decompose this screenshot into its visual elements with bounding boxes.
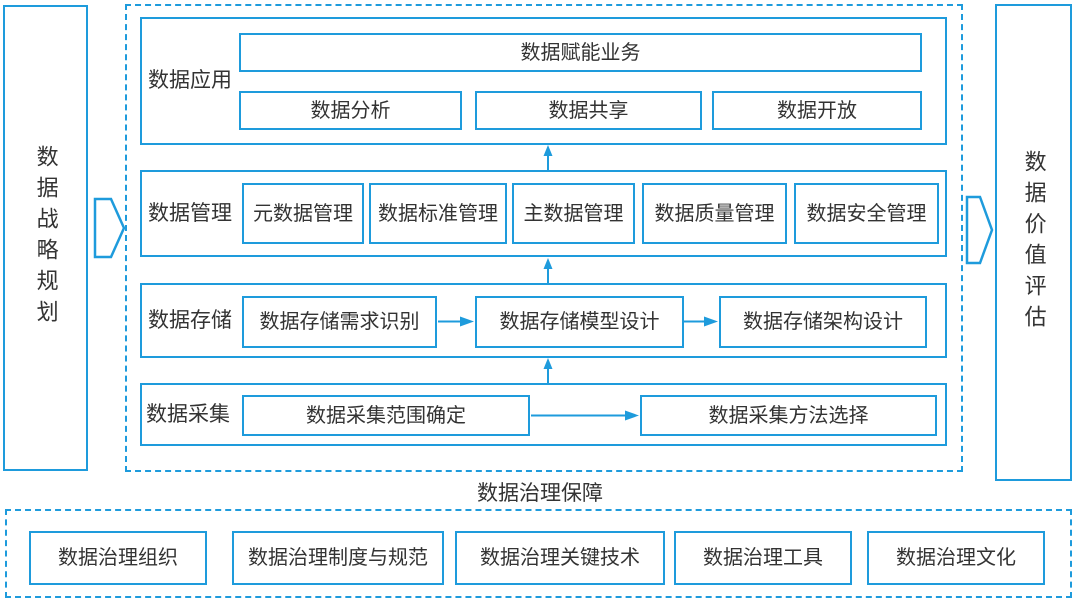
box-governance-tools: 数据治理工具 [674,531,852,585]
box-data-quality-management: 数据质量管理 [642,183,787,244]
flow-arrow-up-icon [543,145,553,170]
box-label: 数据标准管理 [378,202,498,225]
row-data-collection: 数据采集 数据采集范围确定 数据采集方法选择 [140,383,947,446]
row-label-data-application: 数据应用 [148,68,232,93]
row-data-application: 数据应用 数据赋能业务 数据分析 数据共享 数据开放 [140,17,947,145]
box-label: 数据治理组织 [58,547,178,569]
support-section-title: 数据治理保障 [477,481,603,505]
data-strategy-planning-label: 数据战略规划 [33,145,59,331]
box-storage-requirement-identification: 数据存储需求识别 [242,296,437,348]
box-label: 数据存储需求识别 [259,311,420,333]
box-governance-organization: 数据治理组织 [29,531,207,585]
box-storage-model-design: 数据存储模型设计 [475,296,684,348]
box-storage-architecture-design: 数据存储架构设计 [719,296,927,348]
data-value-evaluation-label: 数据价值评估 [1021,149,1047,336]
data-strategy-planning-panel: 数据战略规划 [3,5,88,471]
box-label: 数据赋能业务 [520,41,641,64]
box-data-opening: 数据开放 [712,91,922,130]
box-collection-scope-determination: 数据采集范围确定 [242,395,530,436]
box-label: 数据治理关键技术 [480,547,640,569]
box-label: 数据采集方法选择 [708,404,869,427]
box-data-sharing: 数据共享 [475,91,702,130]
row-data-storage: 数据存储 数据存储需求识别 数据存储模型设计 数据存储架构设计 [140,283,947,358]
row-label-data-storage: 数据存储 [148,307,232,332]
flow-arrow-right-icon [438,316,474,327]
box-data-security-management: 数据安全管理 [794,183,939,244]
box-label: 主数据管理 [523,202,624,225]
box-label: 数据治理工具 [703,547,823,569]
box-label: 元数据管理 [253,202,353,225]
row-label-data-management: 数据管理 [148,200,232,225]
data-value-evaluation-panel: 数据价值评估 [995,4,1072,481]
box-label: 数据质量管理 [654,202,775,225]
box-master-data-management: 主数据管理 [512,183,635,244]
block-arrow-right-icon [965,195,994,265]
support-dashed-container: 数据治理组织 数据治理制度与规范 数据治理关键技术 数据治理工具 数据治理文化 [5,509,1072,598]
box-label: 数据分析 [310,99,391,122]
box-data-analysis: 数据分析 [239,91,462,130]
box-governance-culture: 数据治理文化 [867,531,1045,585]
flow-arrow-right-icon [531,410,639,421]
box-data-enabling-business: 数据赋能业务 [239,33,922,72]
box-label: 数据治理文化 [896,547,1016,569]
flow-arrow-right-icon [684,316,718,327]
box-label: 数据存储模型设计 [499,311,660,333]
box-label: 数据采集范围确定 [306,404,466,427]
box-label: 数据存储架构设计 [743,311,903,333]
block-arrow-right-icon [93,197,126,259]
box-governance-key-technology: 数据治理关键技术 [455,531,665,585]
row-label-data-collection: 数据采集 [146,401,230,426]
box-label: 数据治理制度与规范 [248,547,428,569]
box-metadata-management: 元数据管理 [242,183,364,244]
box-data-standard-management: 数据标准管理 [369,183,507,244]
box-governance-rules-and-norms: 数据治理制度与规范 [232,531,444,585]
flow-arrow-up-icon [543,358,553,383]
box-label: 数据开放 [777,99,857,122]
flow-arrow-up-icon [543,258,553,283]
box-label: 数据共享 [548,99,629,122]
box-collection-method-selection: 数据采集方法选择 [640,395,937,436]
row-data-management: 数据管理 元数据管理 数据标准管理 主数据管理 数据质量管理 数据安全管理 [140,170,947,257]
box-label: 数据安全管理 [806,202,927,225]
